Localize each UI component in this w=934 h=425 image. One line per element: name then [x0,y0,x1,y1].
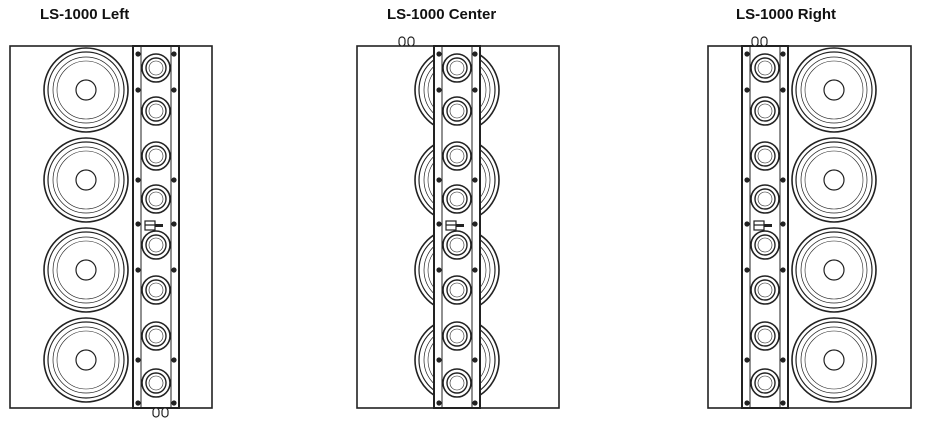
screw [780,177,786,183]
screw [744,177,750,183]
logo-badge [753,220,772,231]
screw [135,400,141,406]
title-right: LS-1000 Right [736,6,837,23]
screw [744,87,750,93]
tweeter [141,275,171,305]
tweeter [750,141,780,171]
tweeter [442,141,472,171]
tweeter [442,230,472,260]
screw [171,357,177,363]
tweeter [750,368,780,398]
screw [171,221,177,227]
title-left: LS-1000 Left [40,6,130,23]
woofer [791,227,877,313]
woofer [791,47,877,133]
tweeter [141,141,171,171]
tweeter [442,53,472,83]
screw [436,51,442,57]
screw [780,357,786,363]
tweeter [750,321,780,351]
screw [135,357,141,363]
tweeter [750,184,780,214]
woofer [43,317,129,403]
tweeter [141,53,171,83]
tweeter [750,96,780,126]
tweeter [141,184,171,214]
tweeter [750,53,780,83]
terminal-connector [398,36,415,47]
screw [744,267,750,273]
screw [135,51,141,57]
screw [780,221,786,227]
screw [744,221,750,227]
screw [472,87,478,93]
screw [436,267,442,273]
screw [171,51,177,57]
tweeter [442,368,472,398]
screw [135,177,141,183]
tweeter [141,368,171,398]
speaker-right [707,36,912,409]
logo-badge [144,220,163,231]
woofer [43,227,129,313]
screw [472,400,478,406]
screw [171,267,177,273]
speaker-left [9,45,213,418]
tweeter [141,96,171,126]
woofer [791,137,877,223]
screw [472,221,478,227]
screw [135,267,141,273]
screw [436,177,442,183]
speaker-center [356,36,560,409]
screw [780,267,786,273]
woofer [43,47,129,133]
terminal-connector [152,407,169,418]
screw [436,357,442,363]
screw [472,267,478,273]
screw [135,87,141,93]
woofer [43,137,129,223]
tweeter [442,96,472,126]
woofer [791,317,877,403]
terminal-connector [751,36,768,47]
screw [436,400,442,406]
screw [780,400,786,406]
screw [744,400,750,406]
screw [436,221,442,227]
screw [171,177,177,183]
screw [436,87,442,93]
logo-badge [445,220,464,231]
screw [780,87,786,93]
screw [135,221,141,227]
screw [744,51,750,57]
tweeter [750,275,780,305]
tweeter [141,230,171,260]
screw [744,357,750,363]
screw [780,51,786,57]
screw [472,51,478,57]
screw [472,177,478,183]
tweeter [442,321,472,351]
tweeter [442,275,472,305]
tweeter [141,321,171,351]
tweeter [442,184,472,214]
tweeter [750,230,780,260]
screw [472,357,478,363]
title-center: LS-1000 Center [387,6,497,23]
screw [171,400,177,406]
screw [171,87,177,93]
